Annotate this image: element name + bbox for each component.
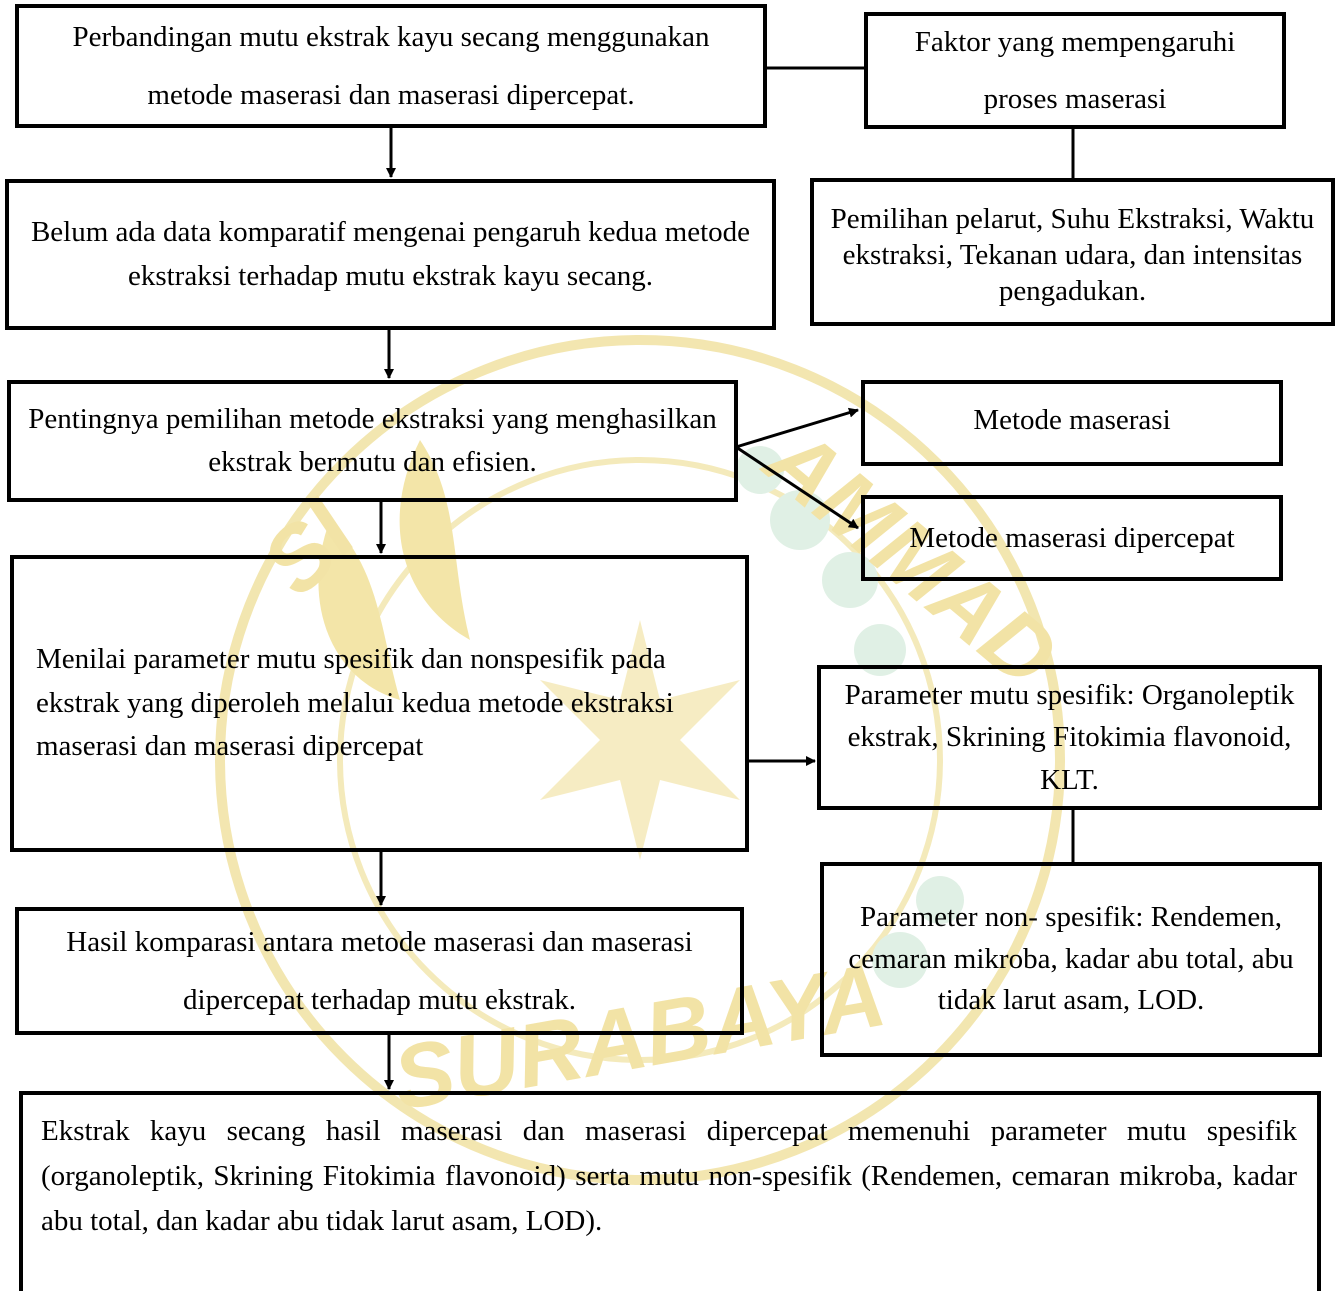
arrow-b5-to-b7 xyxy=(735,445,859,530)
box-maceration-method-text: Metode maserasi xyxy=(973,404,1171,436)
watermark-leaf-left2 xyxy=(318,520,400,700)
box-comparison-result-text: Hasil komparasi antara metode maserasi d… xyxy=(66,926,693,1016)
box-method-importance-text: Pentingnya pemilihan metode ekstraksi ya… xyxy=(28,402,717,479)
box-no-comparative-data: Belum ada data komparatif mengenai penga… xyxy=(5,179,776,330)
watermark-leaf-left xyxy=(399,440,470,640)
box-method-importance: Pentingnya pemilihan metode ekstraksi ya… xyxy=(7,380,738,502)
box-no-comparative-data-text: Belum ada data komparatif mengenai penga… xyxy=(30,216,751,292)
box-factors-list-text: Pemilihan pelarut, Suhu Ekstraksi, Waktu… xyxy=(830,202,1315,308)
box-conclusion: Ekstrak kayu secang hasil maserasi dan m… xyxy=(19,1091,1321,1291)
box-accelerated-maceration-text: Metode maserasi dipercepat xyxy=(909,521,1235,554)
box-specific-parameters-text: Parameter mutu spesifik: Organoleptik ek… xyxy=(844,679,1295,796)
watermark-sun xyxy=(540,620,740,860)
box-assess-parameters: Menilai parameter mutu spesifik dan nons… xyxy=(10,555,749,852)
box-factors: Faktor yang mempengaruhi proses maserasi xyxy=(864,12,1286,129)
box-factors-text: Faktor yang mempengaruhi proses maserasi xyxy=(914,25,1236,115)
box-maceration-method: Metode maserasi xyxy=(861,380,1283,466)
arrow-b5-to-b6 xyxy=(735,407,859,449)
box-accelerated-maceration: Metode maserasi dipercepat xyxy=(861,495,1283,581)
box-comparison-topic-text: Perbandingan mutu ekstrak kayu secang me… xyxy=(72,21,710,111)
box-specific-parameters: Parameter mutu spesifik: Organoleptik ek… xyxy=(817,665,1322,810)
watermark-flowers xyxy=(736,446,964,988)
box-conclusion-text: Ekstrak kayu secang hasil maserasi dan m… xyxy=(41,1115,1297,1237)
box-comparison-result: Hasil komparasi antara metode maserasi d… xyxy=(15,907,744,1035)
box-nonspecific-parameters: Parameter non- spesifik: Rendemen, cemar… xyxy=(820,862,1322,1057)
box-comparison-topic: Perbandingan mutu ekstrak kayu secang me… xyxy=(15,4,767,128)
box-assess-parameters-text: Menilai parameter mutu spesifik dan nons… xyxy=(36,643,674,763)
watermark-ring-inner xyxy=(337,457,943,1063)
watermark-ring-outer xyxy=(215,335,1065,1185)
box-factors-list: Pemilihan pelarut, Suhu Ekstraksi, Waktu… xyxy=(810,178,1335,326)
box-nonspecific-parameters-text: Parameter non- spesifik: Rendemen, cemar… xyxy=(848,901,1294,1017)
